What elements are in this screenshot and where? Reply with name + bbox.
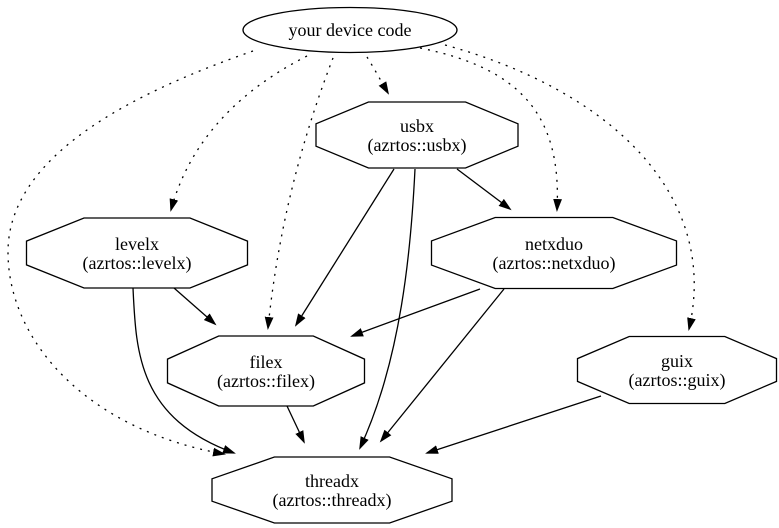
nodes-layer: your device codeusbx(azrtos::usbx)levelx… <box>25 6 778 524</box>
edge-guix-threadx <box>425 395 602 454</box>
node-filex-octagon <box>166 335 366 407</box>
node-guix: guix(azrtos::guix) <box>576 335 778 405</box>
node-netxduo-octagon <box>430 216 678 290</box>
edge-levelx-filex <box>173 287 217 326</box>
node-threadx-octagon <box>211 456 453 524</box>
edge-device-usbx <box>366 56 390 95</box>
node-device-label: your device code <box>289 20 412 40</box>
node-levelx-label: levelx <box>115 234 159 254</box>
node-levelx-octagon <box>25 217 249 289</box>
edge-usbx-threadx <box>359 168 416 450</box>
edge-usbx-filex <box>294 168 395 327</box>
node-usbx-octagon <box>315 101 519 169</box>
node-threadx-sublabel: (azrtos::threadx) <box>273 490 392 511</box>
node-netxduo-sublabel: (azrtos::netxduo) <box>493 253 616 274</box>
node-levelx: levelx(azrtos::levelx) <box>25 217 249 289</box>
edge-netxduo-threadx <box>379 288 505 443</box>
edge-device-levelx <box>169 55 308 212</box>
node-guix-sublabel: (azrtos::guix) <box>629 370 726 391</box>
node-usbx-label: usbx <box>400 116 434 136</box>
node-netxduo-label: netxduo <box>525 234 583 254</box>
edge-usbx-netxduo <box>456 168 512 211</box>
node-netxduo: netxduo(azrtos::netxduo) <box>430 216 678 290</box>
node-threadx: threadx(azrtos::threadx) <box>211 456 453 524</box>
node-levelx-sublabel: (azrtos::levelx) <box>83 253 192 274</box>
node-filex-sublabel: (azrtos::filex) <box>217 371 315 392</box>
node-usbx-sublabel: (azrtos::usbx) <box>368 135 467 156</box>
edge-levelx-threadx <box>132 287 236 454</box>
edges-layer <box>7 44 696 457</box>
edge-netxduo-filex <box>350 288 481 337</box>
node-guix-label: guix <box>661 351 693 371</box>
node-device-ellipse <box>242 6 458 54</box>
node-threadx-label: threadx <box>305 471 359 491</box>
node-filex-label: filex <box>250 352 283 372</box>
node-device: your device code <box>242 6 458 54</box>
node-guix-octagon <box>576 335 778 405</box>
edge-filex-threadx <box>286 405 305 444</box>
node-filex: filex(azrtos::filex) <box>166 335 366 407</box>
node-usbx: usbx(azrtos::usbx) <box>315 101 519 169</box>
edge-device-filex <box>264 57 334 330</box>
